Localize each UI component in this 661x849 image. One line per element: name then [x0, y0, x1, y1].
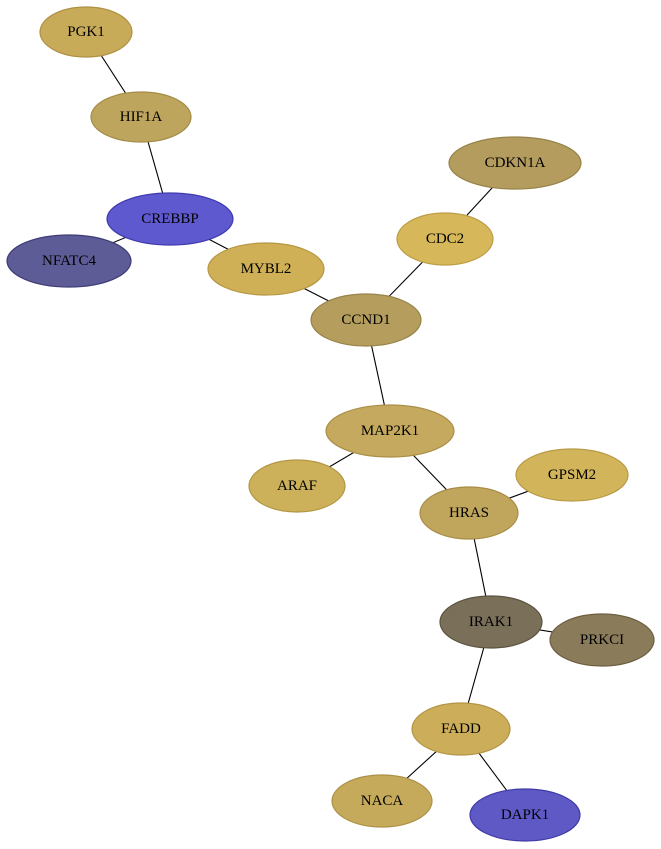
- node-ellipse: [310, 293, 422, 347]
- node-label: HIF1A: [120, 109, 163, 125]
- node-ellipse: [325, 404, 455, 458]
- node-ellipse: [248, 459, 346, 513]
- node-label: PGK1: [67, 24, 105, 40]
- node-pgk1[interactable]: PGK1: [39, 6, 133, 58]
- node-map2k1[interactable]: MAP2K1: [325, 404, 455, 458]
- node-label: FADD: [441, 721, 481, 737]
- node-ellipse: [439, 595, 543, 649]
- node-ellipse: [411, 702, 511, 756]
- node-mybl2[interactable]: MYBL2: [207, 242, 325, 296]
- node-prkci[interactable]: PRKCI: [549, 613, 655, 667]
- node-dapk1[interactable]: DAPK1: [469, 788, 581, 842]
- node-label: IRAK1: [469, 614, 513, 630]
- node-gpsm2[interactable]: GPSM2: [515, 448, 629, 502]
- node-nfatc4[interactable]: NFATC4: [6, 234, 132, 288]
- node-araf[interactable]: ARAF: [248, 459, 346, 513]
- node-irak1[interactable]: IRAK1: [439, 595, 543, 649]
- node-label: GPSM2: [548, 467, 596, 483]
- node-label: CDC2: [426, 231, 464, 247]
- node-hras[interactable]: HRAS: [419, 486, 519, 540]
- node-ellipse: [207, 242, 325, 296]
- node-crebbp[interactable]: CREBBP: [106, 192, 234, 246]
- node-label: HRAS: [449, 505, 489, 521]
- node-ellipse: [6, 234, 132, 288]
- node-fadd[interactable]: FADD: [411, 702, 511, 756]
- node-label: ARAF: [277, 478, 317, 494]
- node-label: CDKN1A: [485, 155, 546, 171]
- node-cdc2[interactable]: CDC2: [396, 212, 494, 266]
- node-label: NFATC4: [42, 253, 96, 269]
- node-cdkn1a[interactable]: CDKN1A: [448, 136, 582, 190]
- node-ellipse: [549, 613, 655, 667]
- node-label: MYBL2: [241, 261, 292, 277]
- node-ellipse: [515, 448, 629, 502]
- node-label: NACA: [361, 793, 404, 809]
- node-ellipse: [448, 136, 582, 190]
- node-ccnd1[interactable]: CCND1: [310, 293, 422, 347]
- node-label: CCND1: [341, 312, 390, 328]
- node-label: PRKCI: [580, 632, 624, 648]
- node-label: DAPK1: [501, 807, 549, 823]
- node-ellipse: [331, 774, 433, 828]
- node-ellipse: [39, 6, 133, 58]
- node-ellipse: [90, 91, 192, 143]
- node-ellipse: [469, 788, 581, 842]
- node-naca[interactable]: NACA: [331, 774, 433, 828]
- node-ellipse: [106, 192, 234, 246]
- node-hif1a[interactable]: HIF1A: [90, 91, 192, 143]
- node-label: CREBBP: [141, 211, 199, 227]
- node-label: MAP2K1: [361, 423, 419, 439]
- node-ellipse: [419, 486, 519, 540]
- node-ellipse: [396, 212, 494, 266]
